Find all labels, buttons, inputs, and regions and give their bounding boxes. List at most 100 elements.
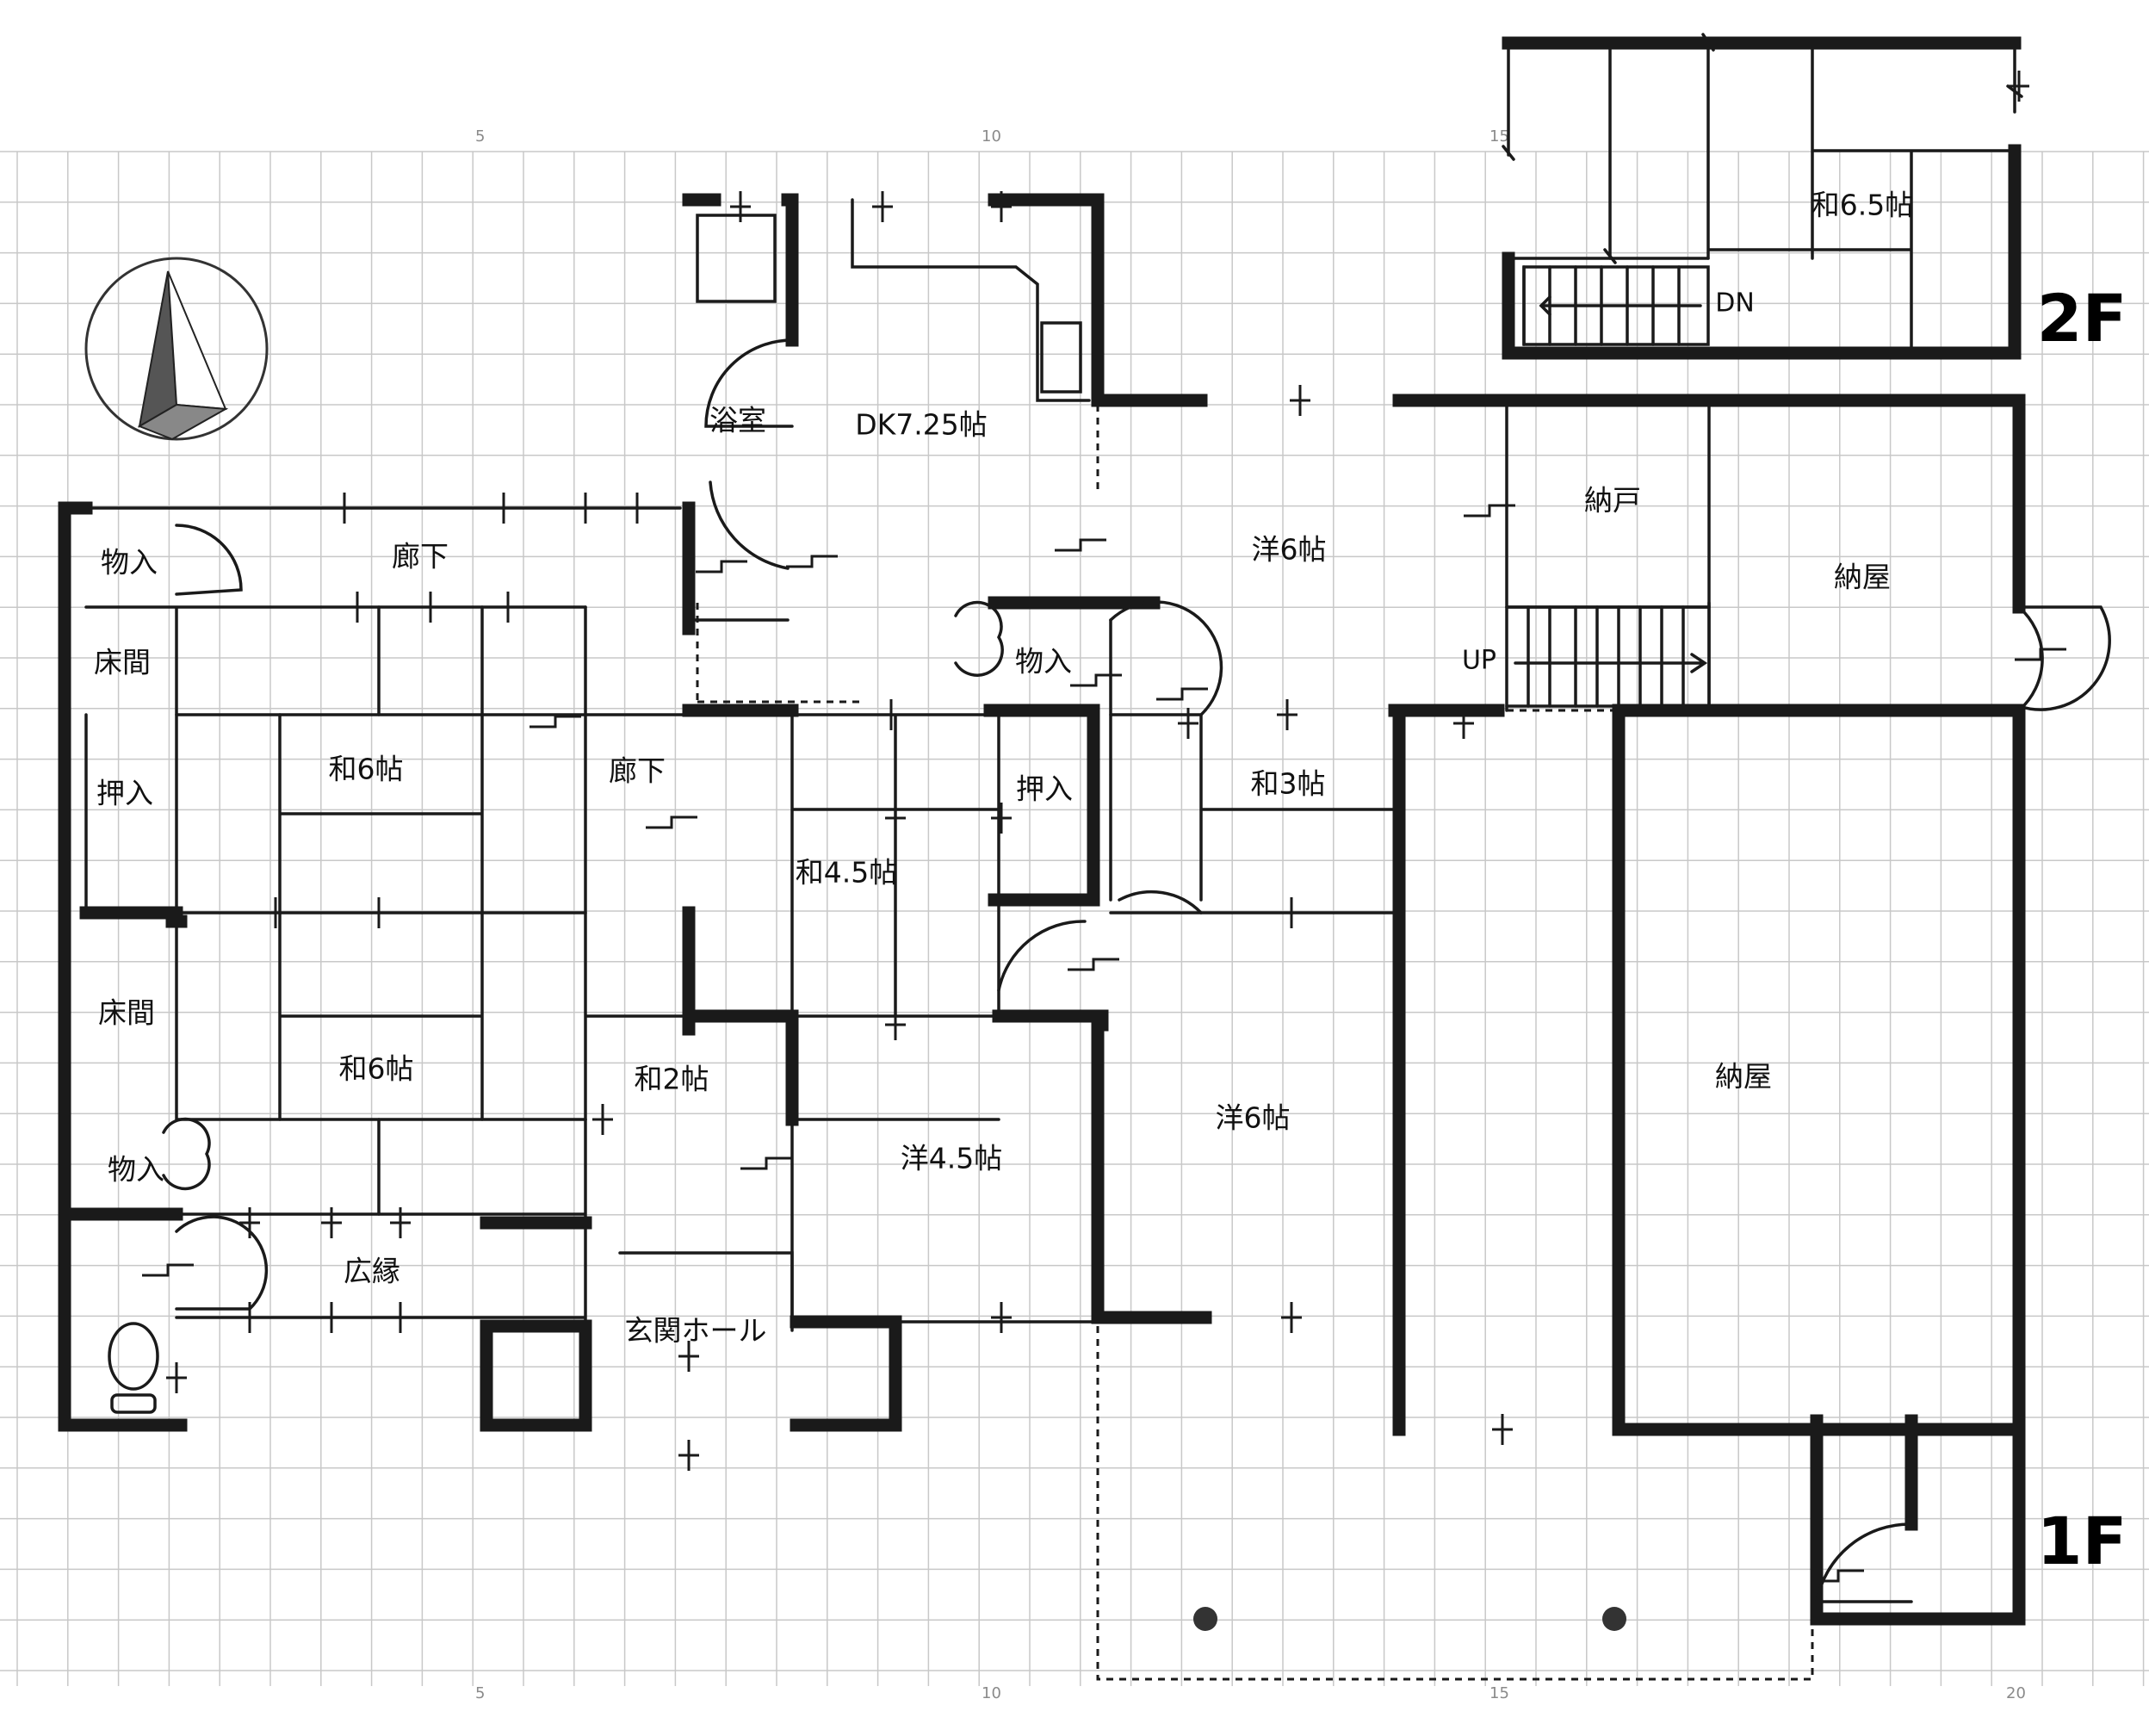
grid-scale-top: 5 10 15	[475, 127, 1509, 146]
grid-number-5-top: 5	[475, 127, 485, 146]
opening-mark	[730, 191, 751, 222]
sliding-door-arrow-icon	[1055, 538, 1106, 552]
sliding-door-arrow-icon	[646, 815, 697, 829]
sliding-door-arrow-icon	[142, 1263, 194, 1277]
opening-mark	[265, 897, 286, 928]
opening-mark	[991, 1302, 1012, 1333]
opening-mark	[991, 191, 1012, 222]
sliding-door-arrow-icon	[786, 555, 838, 568]
opening-mark	[498, 592, 518, 623]
room-western6-top: 洋6帖	[1252, 533, 1327, 567]
room-wa45: 和4.5帖	[796, 856, 897, 890]
room-bath: 浴室	[709, 404, 766, 437]
opening-mark	[1281, 1302, 1302, 1333]
toilet-icon	[108, 1322, 159, 1414]
opening-mark	[678, 1341, 699, 1372]
room-monoire-mid: 物入	[1015, 645, 1072, 679]
column-dot-right	[1602, 1607, 1626, 1631]
grid-number-20-bottom: 20	[2006, 1684, 2026, 1702]
opening-mark	[592, 1104, 613, 1135]
sliding-door-arrow-icon	[1068, 958, 1119, 971]
sliding-door-arrow-icon	[740, 1156, 792, 1170]
opening-mark	[881, 699, 901, 730]
room-dk: DK7.25帖	[855, 408, 988, 442]
room-wa65: 和6.5帖	[1811, 189, 1913, 222]
grid-number-10-top: 10	[982, 127, 1001, 146]
first-floor-partitions	[58, 596, 1406, 1436]
sliding-door-arrow-icon	[1812, 1569, 1864, 1583]
opening-mark	[239, 1207, 260, 1238]
floor-label-1f: 1F	[2037, 1503, 2127, 1579]
room-tokonoma-bottom: 床間	[98, 996, 155, 1030]
opening-mark	[2009, 71, 2029, 102]
room-wa2: 和2帖	[635, 1063, 709, 1096]
opening-mark	[991, 803, 1012, 834]
opening-mark	[1290, 385, 1310, 416]
opening-mark	[1178, 708, 1198, 739]
stairs-down-label: DN	[1715, 288, 1755, 319]
stairs-up-label: UP	[1462, 646, 1496, 676]
opening-mark	[575, 493, 596, 524]
opening-mark	[166, 1362, 187, 1393]
floor-label-2f: 2F	[2037, 280, 2127, 356]
room-labels: 浴室 DK7.25帖 洋6帖 納戸 納屋 納屋 物入 廊下 床間 押入 和6帖 …	[94, 404, 2127, 1580]
opening-mark	[334, 493, 355, 524]
room-oshiire-mid: 押入	[1016, 772, 1073, 806]
room-genkan: 玄関ホール	[625, 1314, 767, 1348]
room-wa6-bottom: 和6帖	[339, 1052, 414, 1086]
grid-number-10-bottom: 10	[982, 1684, 1001, 1702]
opening-mark	[678, 1440, 699, 1471]
sliding-door-arrow-icon	[1070, 673, 1122, 687]
opening-marks	[142, 71, 2066, 1583]
grid-number-15-top: 15	[1489, 127, 1509, 146]
room-western6-bottom: 洋6帖	[1216, 1101, 1291, 1135]
opening-mark	[239, 1302, 260, 1333]
opening-mark	[321, 1207, 342, 1238]
opening-mark	[1453, 708, 1474, 739]
room-monoire-bottom: 物入	[108, 1153, 164, 1187]
opening-mark	[347, 592, 368, 623]
stairs-down-icon	[1522, 265, 1710, 346]
sliding-door-arrow-icon	[530, 715, 581, 728]
column-dot-left	[1193, 1607, 1217, 1631]
room-roka-top: 廊下	[392, 540, 449, 574]
sliding-door-arrow-icon	[1156, 687, 1208, 701]
grid-number-5-bottom: 5	[475, 1684, 485, 1702]
room-roka-mid: 廊下	[609, 754, 666, 788]
sliding-door-arrow-icon	[1464, 504, 1515, 518]
opening-mark	[321, 1302, 342, 1333]
room-western45: 洋4.5帖	[901, 1142, 1002, 1175]
opening-mark	[368, 897, 389, 928]
room-hiroen: 広縁	[344, 1255, 400, 1288]
room-wa6-top: 和6帖	[329, 753, 404, 786]
grid-lines	[0, 151, 2149, 1686]
second-floor-plan: DN 和6.5帖 2F	[1502, 33, 2127, 360]
stairs-up-icon	[1505, 605, 1711, 708]
compass-north-arrow-icon	[84, 257, 269, 441]
grid-scale-bottom: 5 10 15 20	[475, 1684, 2026, 1702]
opening-mark	[420, 592, 441, 623]
sliding-door-arrow-icon	[696, 560, 747, 574]
opening-mark	[1281, 897, 1302, 928]
opening-mark	[493, 493, 514, 524]
room-naya-small: 納屋	[1834, 561, 1891, 594]
sliding-door-arrow-icon	[2015, 648, 2066, 661]
opening-mark	[472, 897, 492, 928]
opening-mark	[872, 191, 893, 222]
room-oshiire-left: 押入	[96, 777, 153, 810]
room-naya-large: 納屋	[1715, 1060, 1772, 1094]
opening-mark	[1492, 1414, 1513, 1445]
room-monoire-top: 物入	[101, 546, 158, 580]
opening-mark	[885, 803, 906, 834]
opening-mark	[627, 493, 647, 524]
opening-mark	[885, 1009, 906, 1040]
room-tokonoma-top: 床間	[94, 646, 151, 679]
first-floor-interior-lines	[63, 198, 1814, 1681]
opening-mark	[390, 1207, 411, 1238]
opening-mark	[1277, 699, 1297, 730]
room-nando: 納戸	[1584, 484, 1641, 518]
first-floor-walls	[58, 193, 2026, 1626]
room-wa3: 和3帖	[1251, 767, 1326, 801]
grid-number-15-bottom: 15	[1489, 1684, 1509, 1702]
